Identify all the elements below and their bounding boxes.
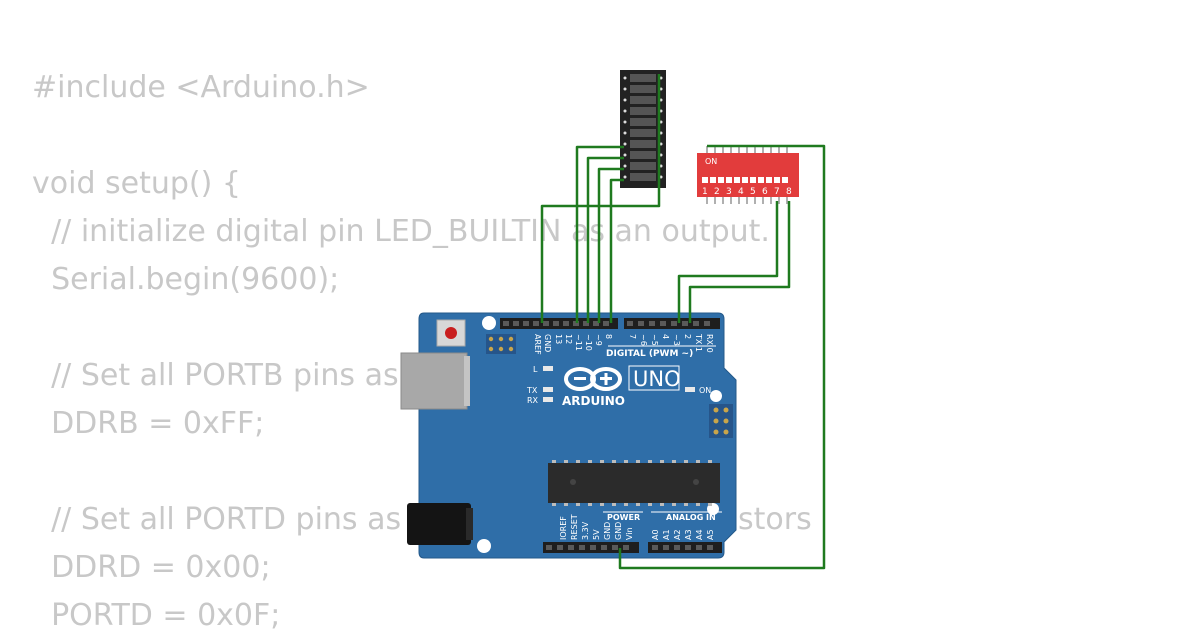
pin-label-gnd2: GND	[614, 522, 623, 540]
pin-label-a3: A3	[684, 529, 693, 540]
pin-label-8: 8	[604, 334, 613, 339]
dip-number-3: 3	[726, 187, 732, 197]
dip-number-1: 1	[702, 187, 708, 197]
pin-label-a2: A2	[673, 529, 682, 540]
code-line-include: #include <Arduino.h>	[32, 70, 370, 105]
wire-pin9[interactable]	[597, 167, 624, 323]
dip-switch[interactable]: ON 1 2 3 4 5 6 7 8	[697, 146, 799, 204]
pin-label-reset: RESET	[570, 514, 579, 540]
pin-label-10: ~10	[584, 334, 593, 351]
code-line-comment-led: // initialize digital pin LED_BUILTIN as…	[32, 214, 770, 249]
atmega-chip	[548, 460, 720, 506]
wires	[540, 74, 826, 570]
wire-gnd-to-dip[interactable]	[618, 144, 826, 570]
code-line-ddrb: DDRB = 0xFF;	[32, 406, 265, 441]
pin-label-tx1: TX 1	[694, 333, 703, 352]
pin-label-3v3: 3.3V	[581, 521, 590, 540]
wire-pin3-to-dip[interactable]	[677, 201, 779, 323]
pin-label-ioref: IOREF	[559, 516, 568, 540]
pin-label-vin: Vin	[625, 527, 634, 540]
wire-pin2-to-dip[interactable]	[688, 201, 791, 323]
wire-pin8[interactable]	[609, 178, 624, 323]
icsp-header-right	[709, 404, 733, 438]
pin-label-a5: A5	[706, 529, 715, 540]
pin-label-5v: 5V	[592, 529, 601, 540]
power-label: POWER	[607, 513, 640, 522]
pin-label-a1: A1	[662, 529, 671, 540]
dip-number-7: 7	[774, 187, 780, 197]
digital-header-right	[624, 318, 720, 329]
code-line-comment-portb: // Set all PORTB pins as	[32, 358, 399, 393]
analog-header	[648, 542, 722, 553]
pin-label-aref: AREF	[533, 334, 542, 355]
pin-label-a0: A0	[651, 529, 660, 540]
pin-label-7: 7	[628, 334, 637, 339]
code-line-ddrd: DDRD = 0x00;	[32, 550, 271, 585]
wire-pin10[interactable]	[586, 156, 624, 323]
code-line-comment-portd: // Set all PORTD pins as	[32, 502, 402, 537]
power-jack	[407, 503, 471, 545]
led-label-rx: RX	[527, 396, 539, 405]
power-header	[543, 542, 639, 553]
pin-label-3: ~3	[672, 334, 681, 346]
pin-label-4: 4	[661, 334, 670, 339]
pin-label-11: ~11	[574, 334, 583, 351]
code-line-portd: PORTD = 0x0F;	[32, 598, 281, 633]
uno-label: UNO	[633, 367, 681, 391]
wire-gnd-to-bargraph[interactable]	[540, 74, 661, 323]
arduino-logo: ARDUINO	[562, 367, 625, 408]
wire-pin11[interactable]	[575, 145, 624, 323]
reset-button[interactable]	[436, 319, 466, 347]
pin-label-5: ~5	[650, 334, 659, 346]
analog-in-label: ANALOG IN	[666, 513, 716, 522]
code-line-serial: Serial.begin(9600);	[32, 262, 340, 297]
icsp-header-top	[486, 334, 516, 354]
digital-header-left	[500, 318, 618, 329]
dip-number-6: 6	[762, 187, 768, 197]
pin-label-13: 13	[554, 334, 563, 344]
code-line-comment-tail: stors	[738, 502, 812, 537]
led-indicators: L TX RX ON	[526, 365, 711, 405]
led-label-tx: TX	[526, 386, 538, 395]
uno-badge	[628, 365, 680, 391]
mounting-hole	[482, 316, 496, 330]
dip-number-4: 4	[738, 187, 744, 197]
code-line-setup: void setup() {	[32, 166, 241, 201]
pin-label-gnd: GND	[543, 334, 552, 352]
dip-number-2: 2	[714, 187, 720, 197]
led-label-l: L	[533, 365, 538, 374]
led-label-on: ON	[699, 386, 711, 395]
mounting-hole	[710, 390, 722, 402]
dip-number-5: 5	[750, 187, 756, 197]
pin-label-9: ~9	[594, 334, 603, 346]
mounting-hole	[477, 539, 491, 553]
pin-label-a4: A4	[695, 529, 704, 540]
arduino-uno-board[interactable]: AREF GND 13 12 ~11 ~10 ~9 8 7 ~6 ~5 4 ~3…	[400, 312, 737, 559]
usb-connector	[400, 352, 468, 410]
arduino-logo-text: ARDUINO	[562, 394, 625, 408]
dip-number-8: 8	[786, 187, 792, 197]
dip-on-label: ON	[705, 157, 717, 166]
pin-label-6: ~6	[639, 334, 648, 346]
pin-label-gnd1: GND	[603, 522, 612, 540]
pin-label-2: 2	[683, 334, 692, 339]
pin-label-rx0: RX 0	[705, 334, 714, 353]
digital-pwm-label: DIGITAL (PWM ~)	[606, 349, 693, 359]
pin-label-12: 12	[564, 334, 573, 344]
